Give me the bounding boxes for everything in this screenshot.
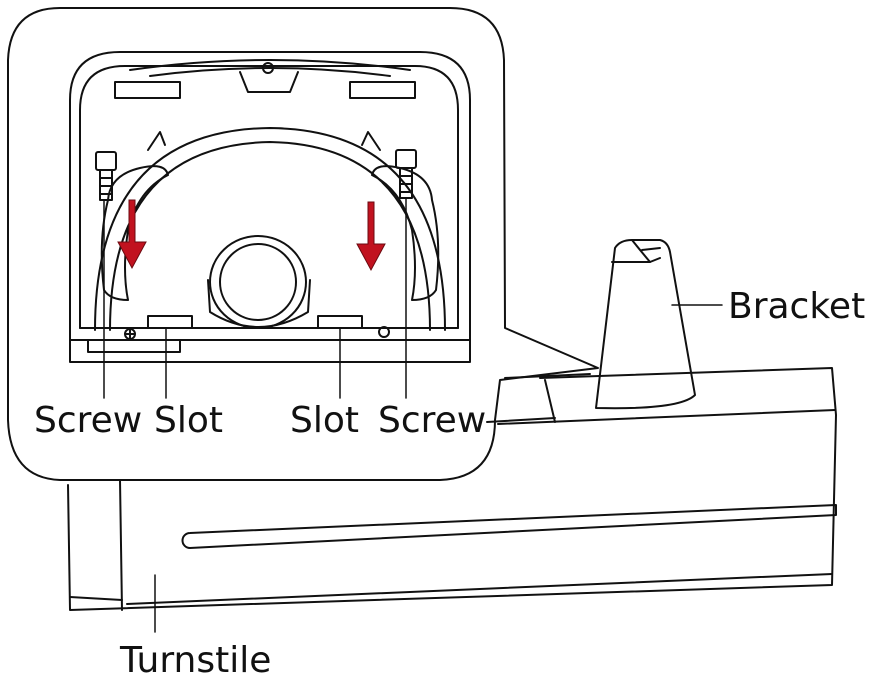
label-screw-left: Screw: [34, 400, 142, 441]
leader-lines: [103, 197, 723, 633]
label-bracket: Bracket: [728, 286, 865, 327]
screw-right-icon: [395, 149, 417, 199]
label-slot-right: Slot: [290, 400, 359, 441]
down-arrow-left-icon: [117, 199, 147, 270]
head-housing: [69, 51, 471, 363]
label-turnstile: Turnstile: [119, 640, 271, 677]
label-screw-right: Screw: [378, 400, 486, 441]
screw-left-icon: [95, 151, 117, 201]
callout-frame: [7, 7, 599, 481]
turnstile-body: [67, 367, 837, 611]
label-slot-left: Slot: [154, 400, 223, 441]
slot-left-icon: [147, 315, 193, 329]
down-arrow-right-icon: [356, 201, 386, 272]
slot-right-icon: [317, 315, 363, 329]
bracket: [595, 239, 696, 410]
